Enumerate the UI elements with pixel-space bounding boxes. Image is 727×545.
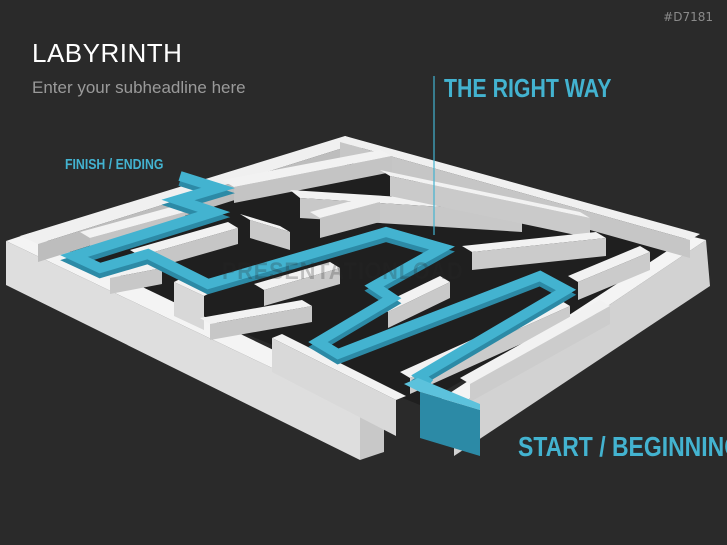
maze-outer-wall-back-right [340,136,700,240]
maze-path-right-way [60,171,577,456]
maze-outer-wall-back-left [20,136,362,244]
maze-outer-wall-right-front [454,240,710,456]
maze-outer-wall-left-front [6,241,360,460]
slide-subtitle: Enter your subheadline here [32,78,246,97]
maze-start-block-front [420,392,480,456]
slide-id-tag: #D7181 [663,10,713,24]
label-right-way: THE RIGHT WAY [444,73,612,103]
watermark: PRESENTATIONLOAD [222,258,464,285]
maze-start-block-top [404,378,480,410]
label-start: START / BEGINNING [518,431,727,462]
label-finish: FINISH / ENDING [65,156,164,173]
slide-title: LABYRINTH [32,38,183,68]
maze-inner-walls [80,150,650,436]
